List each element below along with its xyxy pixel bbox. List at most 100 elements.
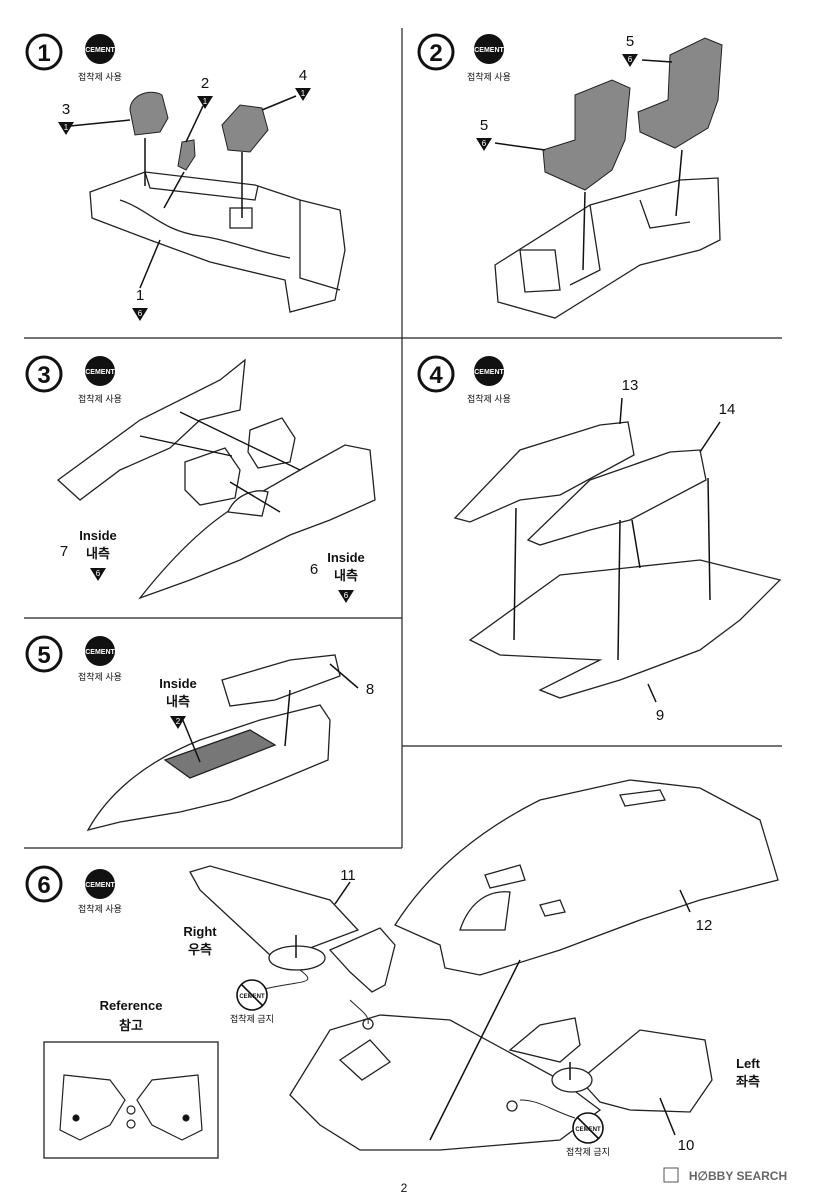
step-number: 2 [429, 40, 442, 67]
assembly-arrows [513, 397, 721, 703]
step-number-circle [25, 865, 63, 903]
sprue-number: 1 [64, 123, 69, 132]
sprue-number: 6 [482, 139, 487, 148]
step-4: 4 CEMENT 접착제 사용 13 14 9 [417, 355, 782, 724]
step-number: 6 [37, 872, 50, 899]
step-number-circle [25, 33, 63, 71]
intake-drawing [453, 421, 782, 699]
part-4-shape [221, 104, 269, 153]
part-number: 2 [201, 75, 209, 92]
inside-note-ko: 내측 [334, 568, 358, 583]
part-2-shape [177, 139, 196, 171]
no-cement-icon-label: CEMENT [239, 994, 265, 1000]
part-number: 12 [696, 917, 713, 934]
cement-use-label: 접착제 사용 [78, 671, 122, 682]
step-number-circle [25, 635, 63, 673]
inside-note-en: Inside [159, 676, 197, 691]
step-5: 5 CEMENT 접착제 사용 8 Inside 내측 2 [25, 635, 374, 831]
cement-icon-label: CEMENT [85, 369, 115, 376]
left-wing-drawing [508, 1017, 713, 1113]
panel-dividers [24, 28, 782, 849]
part-number: 7 [60, 543, 68, 560]
cockpit-tub-drawing [89, 171, 346, 313]
lead-lines [259, 969, 576, 1119]
cement-icon [474, 34, 504, 64]
cement-icon-label: CEMENT [85, 47, 115, 54]
part-number: 8 [366, 681, 374, 698]
part-number: 10 [678, 1137, 695, 1154]
part-number: 9 [656, 707, 664, 724]
cement-use-label: 접착제 사용 [467, 71, 511, 82]
cement-icon-label: CEMENT [474, 47, 504, 54]
upper-fuselage-drawing [394, 779, 779, 976]
reference-label-en: Reference [100, 998, 163, 1013]
left-label-ko: 좌측 [736, 1074, 760, 1089]
part-3-shape [129, 91, 169, 136]
step-number: 4 [429, 362, 443, 389]
assembly-arrows [494, 59, 683, 271]
cement-icon [85, 636, 115, 666]
left-label-en: Left [736, 1056, 761, 1071]
page-number: 2 [401, 1181, 408, 1195]
step-number-circle [25, 355, 63, 393]
step-number: 5 [37, 642, 50, 669]
no-cement-icon-label: CEMENT [575, 1127, 601, 1133]
seat-rear [637, 37, 723, 149]
nose-drawing [86, 654, 341, 831]
seat-front [542, 79, 631, 191]
sprue-number: 6 [344, 591, 349, 600]
cement-icon [474, 356, 504, 386]
watermark: H∅BBY SEARCH [663, 1167, 787, 1183]
step-2: 2 CEMENT 접착제 사용 5 6 5 6 [417, 33, 723, 319]
right-label-ko: 우측 [188, 942, 212, 957]
right-label-en: Right [183, 924, 217, 939]
lower-fuselage-drawing [289, 1014, 602, 1151]
sprue-number: 6 [628, 55, 633, 64]
sprue-number: 6 [96, 569, 101, 578]
cement-icon-label: CEMENT [85, 882, 115, 889]
cement-use-label: 접착제 사용 [78, 71, 122, 82]
assembly-arrows [181, 663, 359, 763]
step-number: 3 [37, 362, 50, 389]
part-number: 1 [136, 287, 144, 304]
part-number: 5 [480, 117, 488, 134]
cement-icon [85, 34, 115, 64]
cement-no-label: 접착제 금지 [230, 1013, 274, 1024]
assembly-arrows [295, 881, 691, 1141]
part-number: 6 [310, 561, 318, 578]
cement-icon-label: CEMENT [85, 649, 115, 656]
cement-use-label: 접착제 사용 [78, 903, 122, 914]
right-wing-drawing [189, 865, 396, 993]
part-number: 11 [340, 867, 356, 884]
step-number-circle [417, 33, 455, 71]
reference-label-ko: 참고 [119, 1018, 143, 1033]
inside-note-ko: 내측 [86, 546, 110, 561]
no-cement-icon: CEMENT [236, 979, 268, 1011]
no-cement-icon: CEMENT [572, 1112, 604, 1144]
reference-drawing [59, 1074, 203, 1141]
cement-no-label: 접착제 금지 [566, 1146, 610, 1157]
inside-note-en: Inside [327, 550, 365, 565]
sprue-number: 1 [203, 97, 208, 106]
inside-note-en: Inside [79, 528, 117, 543]
sprue-number: 6 [138, 309, 143, 318]
twin-cockpit-drawing [494, 177, 721, 319]
part-number: 14 [719, 401, 736, 418]
assembly-arrows [69, 95, 297, 289]
assembly-arrows [139, 411, 301, 513]
part-number: 3 [62, 101, 70, 118]
part-number: 13 [622, 377, 639, 394]
part-number: 5 [626, 33, 634, 50]
step-3: 3 CEMENT 접착제 사용 7 Inside 내측 6 6 Inside 내… [25, 355, 376, 603]
cement-icon [85, 869, 115, 899]
step-number: 1 [37, 40, 50, 67]
step-6: 6 CEMENT 접착제 사용 [25, 779, 779, 1159]
sprue-number: 2 [176, 717, 181, 726]
sprue-number: 1 [301, 89, 306, 98]
inside-note-ko: 내측 [166, 694, 190, 709]
cement-use-label: 접착제 사용 [467, 393, 511, 404]
part-number: 4 [299, 67, 307, 84]
cement-icon [85, 356, 115, 386]
cement-use-label: 접착제 사용 [78, 393, 122, 404]
